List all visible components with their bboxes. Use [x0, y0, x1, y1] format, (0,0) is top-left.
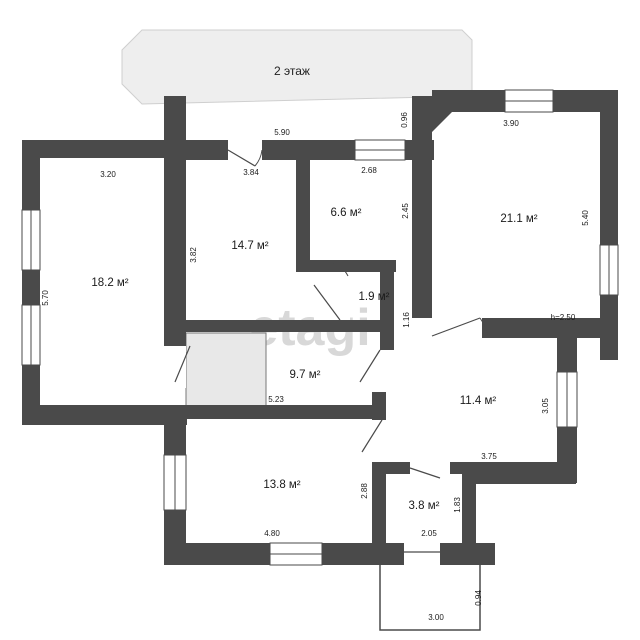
floor-label: 2 этаж: [274, 64, 310, 78]
walls: [22, 90, 618, 565]
room-area-corridor: 11.4 м²: [460, 395, 497, 407]
dim-2-45: 2.45: [401, 203, 410, 219]
dim-4-80: 4.80: [264, 529, 280, 538]
dim-3-05: 3.05: [541, 398, 550, 414]
dim-5-90: 5.90: [274, 128, 290, 137]
room-area-big-room: 21.1 м²: [500, 213, 537, 225]
dim-1-16: 1.16: [402, 312, 411, 328]
dim-5-23: 5.23: [268, 395, 284, 404]
dim-3-20: 3.20: [100, 170, 116, 179]
dim-2-05: 2.05: [421, 529, 437, 538]
room-area-bedroom-left: 18.2 м²: [91, 277, 128, 289]
dim-5-70: 5.70: [41, 290, 50, 306]
room-area-hall-small: 1.9 м²: [359, 291, 390, 303]
dim-0-96: 0.96: [400, 112, 409, 128]
dim-3-82: 3.82: [189, 247, 198, 263]
dim-1-83: 1.83: [453, 497, 462, 513]
dim-3-84: 3.84: [243, 168, 259, 177]
stairwell: [185, 332, 267, 409]
room-area-labels: 18.2 м² 14.7 м² 6.6 м² 21.1 м² 1.9 м² 9.…: [91, 207, 537, 512]
dim-5-40: 5.40: [581, 210, 590, 226]
dim-2-68: 2.68: [361, 166, 377, 175]
dim-3-90: 3.90: [503, 119, 519, 128]
doors: [164, 140, 489, 565]
room-area-bottom: 13.8 м²: [263, 479, 300, 491]
dim-h-2-50: h=2.50: [551, 313, 576, 322]
windows: [21, 89, 619, 566]
balcony: [379, 561, 481, 631]
floor-banner: [121, 29, 473, 105]
room-area-top-middle: 14.7 м²: [231, 240, 268, 252]
dimension-labels: 5.90 0.96 3.90 3.20 3.84 2.68 2.45 5.40 …: [41, 112, 590, 622]
dim-0-94: 0.94: [474, 590, 483, 606]
dim-3-75: 3.75: [481, 452, 497, 461]
room-area-small-bottom: 3.8 м²: [409, 500, 440, 512]
dim-3-00: 3.00: [428, 613, 444, 622]
room-area-middle: 9.7 м²: [290, 369, 321, 381]
room-area-bathroom: 6.6 м²: [331, 207, 362, 219]
dim-2-88: 2.88: [360, 483, 369, 499]
